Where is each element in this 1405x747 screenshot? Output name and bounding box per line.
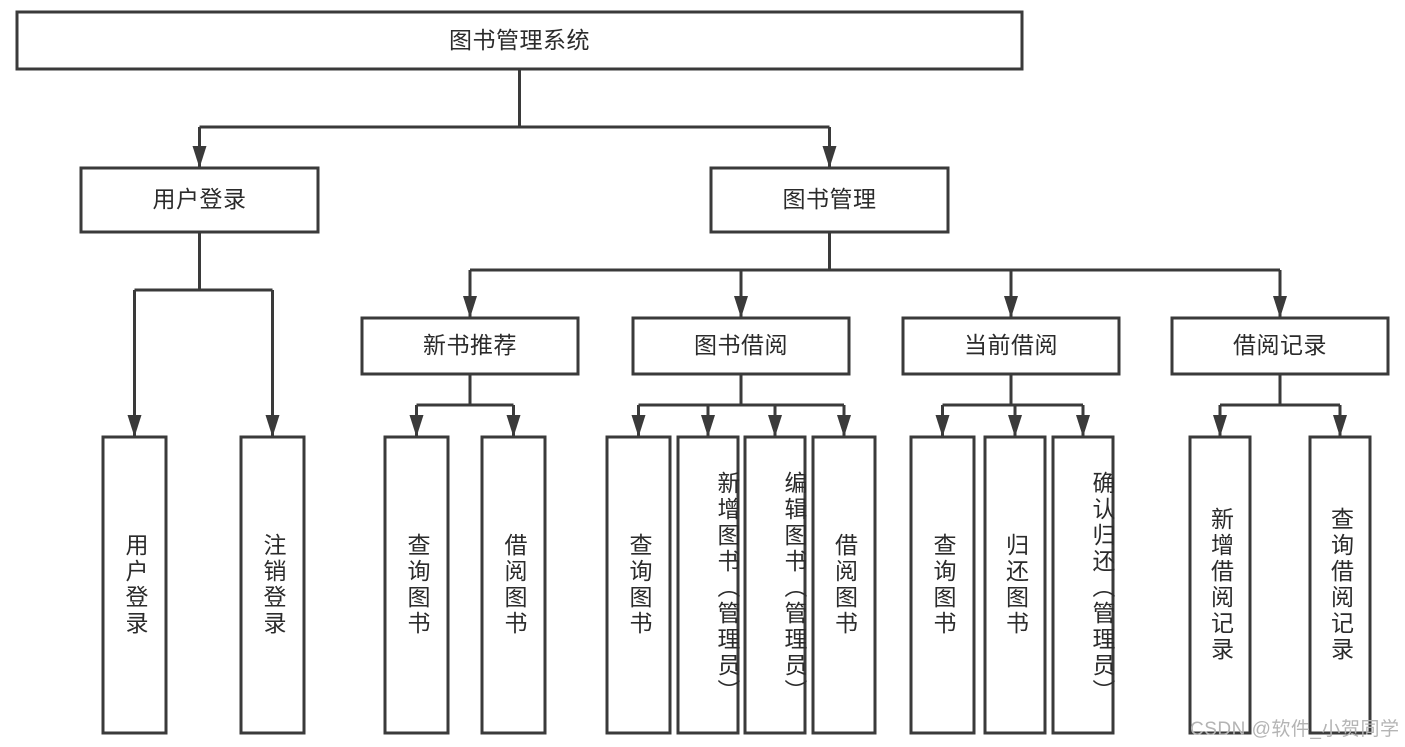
arrow-head-icon <box>768 415 782 437</box>
node-box-leaf-query-book-borrow <box>605 435 672 735</box>
node-box-leaf-add-record <box>1188 435 1252 735</box>
node-box-current-borrow <box>901 316 1121 376</box>
node-box-leaf-add-book <box>676 435 740 735</box>
node-box-new-book-rec <box>360 316 580 376</box>
node-box-user-login <box>79 166 320 234</box>
arrow-head-icon <box>734 296 748 318</box>
node-box-leaf-query-book-cur <box>909 435 976 735</box>
arrow-head-icon <box>463 296 477 318</box>
arrow-head-icon <box>1076 415 1090 437</box>
arrow-head-icon <box>1213 415 1227 437</box>
arrow-head-icon <box>1333 415 1347 437</box>
arrow-head-icon <box>701 415 715 437</box>
node-box-root <box>15 10 1024 71</box>
node-box-leaf-query-book-rec <box>383 435 450 735</box>
arrow-head-icon <box>506 415 521 437</box>
node-box-leaf-user-login <box>101 435 168 735</box>
arrow-head-icon <box>265 415 280 437</box>
arrow-head-icon <box>1273 296 1287 318</box>
boxes-layer <box>15 10 1390 735</box>
node-box-book-borrow <box>631 316 851 376</box>
arrow-head-icon <box>1004 296 1018 318</box>
arrow-head-icon <box>409 415 424 437</box>
node-box-leaf-logout <box>239 435 306 735</box>
arrow-head-icon <box>127 415 142 437</box>
arrow-head-icon <box>822 146 837 168</box>
node-box-borrow-record <box>1170 316 1390 376</box>
arrow-head-icon <box>192 146 207 168</box>
connectors-layer <box>127 69 1347 437</box>
arrow-head-icon <box>631 415 646 437</box>
node-box-leaf-borrow-book-rec <box>480 435 547 735</box>
node-box-leaf-confirm-return <box>1051 435 1115 735</box>
csdn-watermark: CSDN @软件_小贺同学 <box>1190 719 1400 740</box>
arrow-head-icon <box>837 415 851 437</box>
node-box-leaf-borrow-book <box>811 435 877 735</box>
node-box-leaf-return-book <box>983 435 1047 735</box>
node-box-book-manage <box>709 166 950 234</box>
arrow-head-icon <box>1008 415 1022 437</box>
node-box-leaf-query-record <box>1308 435 1372 735</box>
node-box-leaf-edit-book <box>743 435 807 735</box>
arrow-head-icon <box>935 415 950 437</box>
